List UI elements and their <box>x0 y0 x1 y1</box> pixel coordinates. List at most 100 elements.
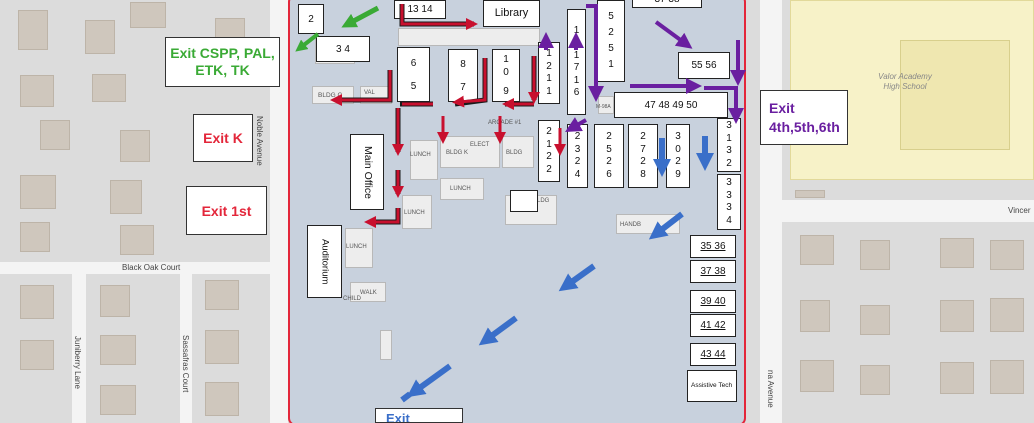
building-outline <box>350 282 386 302</box>
room-2: 2 <box>298 4 324 34</box>
lunch-label-2: LUNCH <box>450 186 471 192</box>
room-30-29: 3 0 2 9 <box>666 124 690 188</box>
building-outline <box>402 195 432 229</box>
building-outline <box>502 136 534 168</box>
house <box>940 300 974 332</box>
house <box>860 305 890 335</box>
house <box>940 238 974 268</box>
room-9-label: 9 <box>503 86 509 97</box>
exit-4th-5th-6th: Exit 4th,5th,6th <box>760 90 848 145</box>
house <box>800 300 830 332</box>
house <box>40 120 70 150</box>
room-41-42: 41 42 <box>690 314 736 337</box>
bldg-c-label: BLDG C <box>318 92 343 99</box>
room-21-22: 2 1 2 2 <box>538 120 560 182</box>
house <box>20 175 56 209</box>
house <box>990 240 1024 270</box>
room-10-9: 1 0 9 <box>492 49 520 102</box>
house <box>20 285 54 319</box>
house <box>85 20 115 54</box>
juniberry-lane-road <box>72 274 86 423</box>
walk-label: WALK <box>360 290 377 296</box>
exit-bottom: Exit <box>375 408 463 423</box>
room-13-14: 13 14 <box>394 0 446 19</box>
house <box>860 240 890 270</box>
room-37-38-top: 37 38 <box>632 0 702 8</box>
building-outline <box>345 228 373 268</box>
vincent-street-label: Vincer <box>1008 206 1031 215</box>
valor-academy-building <box>900 40 1010 150</box>
house <box>800 235 834 265</box>
house <box>130 2 166 28</box>
room-10-label-b: 0 <box>503 67 509 78</box>
auditorium-label: Auditorium <box>319 238 331 285</box>
house <box>20 222 50 252</box>
building-outline <box>380 330 392 360</box>
main-office-box: Main Office <box>350 134 384 210</box>
house <box>110 180 142 214</box>
exit-first-grade: Exit 1st <box>186 186 267 235</box>
house <box>120 130 150 162</box>
exit-cspp-pal-etk-tk: Exit CSPP, PAL, ETK, TK <box>165 37 280 87</box>
room-8-7: 8 7 <box>448 49 478 102</box>
handb-label: HANDB <box>620 222 642 228</box>
house <box>990 360 1024 394</box>
exit-k: Exit K <box>193 114 253 162</box>
room-18-17-16: 1 8 1 7 1 6 <box>567 9 586 115</box>
bldg-label-1: BLDG <box>506 150 523 156</box>
house <box>92 74 126 102</box>
vincent-road <box>782 200 1034 222</box>
house <box>800 360 834 392</box>
bldg-label-2: BLDG <box>533 198 550 204</box>
room-25-26: 2 5 2 6 <box>594 124 624 188</box>
room-8-label: 8 <box>460 58 466 70</box>
room-12-11: 1 2 1 1 <box>538 42 560 104</box>
building-outline <box>440 178 484 200</box>
lunch-label-3: LUNCH <box>404 210 425 216</box>
sassafras-court-label: Sassafras Court <box>181 335 190 393</box>
house <box>860 365 890 395</box>
house <box>795 190 825 198</box>
east-avenue-road <box>760 0 782 423</box>
small-white-box <box>510 190 538 212</box>
lunch-label-1: LUNCH <box>410 152 431 158</box>
valor-academy-label: Valor Academy High School <box>878 72 932 91</box>
room-55-56: 55 56 <box>678 52 730 79</box>
room-47-50: 47 48 49 50 <box>614 92 728 118</box>
room-52-51: 5 2 5 1 <box>597 0 625 82</box>
exit-4th-5th-6th-title: Exit <box>769 100 795 117</box>
black-oak-court-road <box>0 262 270 274</box>
room-27-28: 2 7 2 8 <box>628 124 658 188</box>
room-23-24: 2 3 2 4 <box>567 124 588 188</box>
room-35-36: 35 36 <box>690 235 736 258</box>
library-box: Library <box>483 0 540 27</box>
room-31-32: 3 1 3 2 <box>717 118 741 172</box>
house <box>205 330 239 364</box>
child-label: CHILD <box>343 296 362 302</box>
house <box>100 285 130 317</box>
lunch-label-4: LUNCH <box>346 244 367 250</box>
room-39-40: 39 40 <box>690 290 736 313</box>
room-6-label: 6 <box>410 57 417 69</box>
sassafras-court-road <box>180 274 192 423</box>
noble-avenue-label: Noble Avenue <box>255 116 264 166</box>
m98a-label: M-98A <box>596 104 611 110</box>
room-3-4: 3 4 <box>316 36 370 62</box>
house <box>20 340 54 370</box>
room-6-5: 6 5 <box>397 47 430 102</box>
house <box>120 225 154 255</box>
black-oak-court-label: Black Oak Court <box>122 263 181 272</box>
house <box>990 298 1024 332</box>
room-7-label: 7 <box>460 81 466 93</box>
house <box>205 280 239 310</box>
exit-4th-5th-6th-grades: 4th,5th,6th <box>769 118 840 135</box>
house <box>205 382 239 416</box>
val-label: VAL <box>364 90 375 96</box>
room-37-38: 37 38 <box>690 260 736 283</box>
building-outline <box>410 140 438 180</box>
house <box>18 10 48 50</box>
house <box>20 75 54 107</box>
arcade-label: ARCADE #1 <box>488 120 522 126</box>
house <box>100 385 136 415</box>
